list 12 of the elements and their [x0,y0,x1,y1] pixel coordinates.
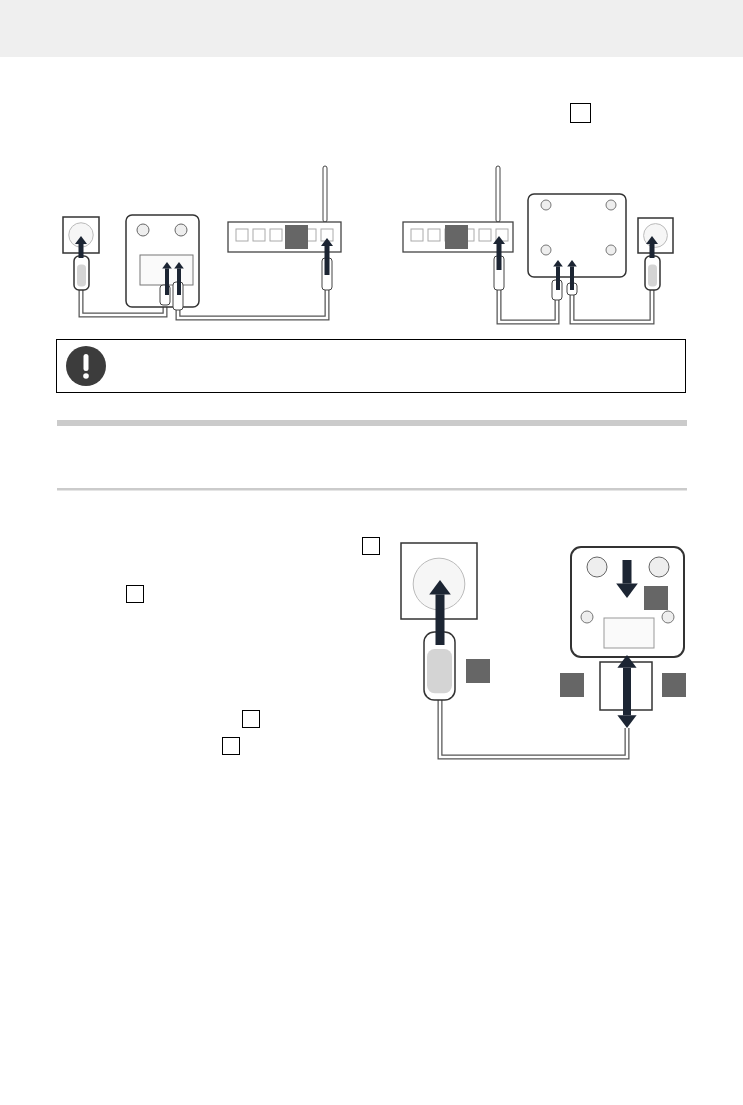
callout-marker [445,225,468,249]
callout-box [362,537,380,555]
callout-box [570,103,591,123]
note-box [56,339,686,393]
callout-box [126,585,144,603]
callout-box [222,737,240,755]
callout-marker [644,586,668,610]
callout-marker [662,673,686,697]
callout-marker [466,659,490,683]
callout-marker [560,673,584,697]
callout-marker [285,225,308,249]
callout-box [242,710,260,728]
